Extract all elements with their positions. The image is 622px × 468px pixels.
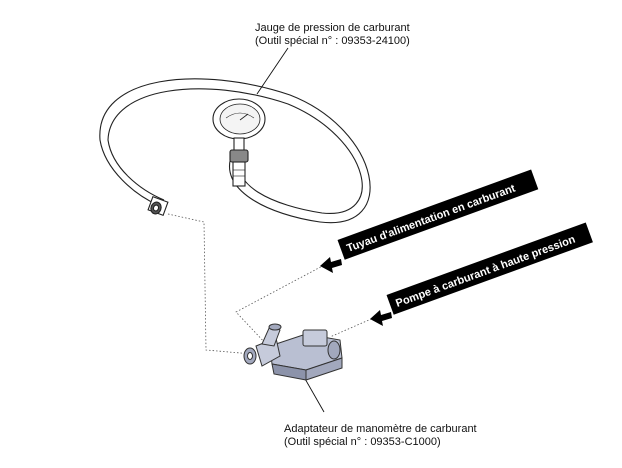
- adapter-label-line2: (Outil spécial n° : 09353-C1000): [284, 436, 441, 448]
- high-pressure-pump-tag: Pompe à carburant à haute pression: [386, 222, 593, 315]
- gauge-label-line2: (Outil spécial n° : 09353-24100): [255, 35, 410, 47]
- arrow-high-pressure-pump: [370, 310, 392, 326]
- adapter-label: Adaptateur de manomètre de carburant (Ou…: [284, 423, 477, 449]
- fuel-hose: [99, 78, 371, 224]
- fuel-gauge-adapter: [243, 323, 343, 381]
- supply-pipe-tag: Tuyau d'alimentation en carburant: [337, 169, 539, 260]
- gauge-label-line1: Jauge de pression de carburant: [255, 22, 410, 34]
- supply-pipe-label: Tuyau d'alimentation en carburant: [345, 182, 517, 254]
- gauge-label: Jauge de pression de carburant (Outil sp…: [255, 22, 410, 48]
- adapter-label-line1: Adaptateur de manomètre de carburant: [284, 423, 477, 435]
- high-pressure-pump-label: Pompe à carburant à haute pression: [394, 233, 577, 309]
- connection-guides: [167, 213, 379, 355]
- pressure-gauge: [212, 98, 266, 187]
- arrow-supply-pipe: [320, 257, 342, 273]
- hose-connector: [147, 195, 169, 217]
